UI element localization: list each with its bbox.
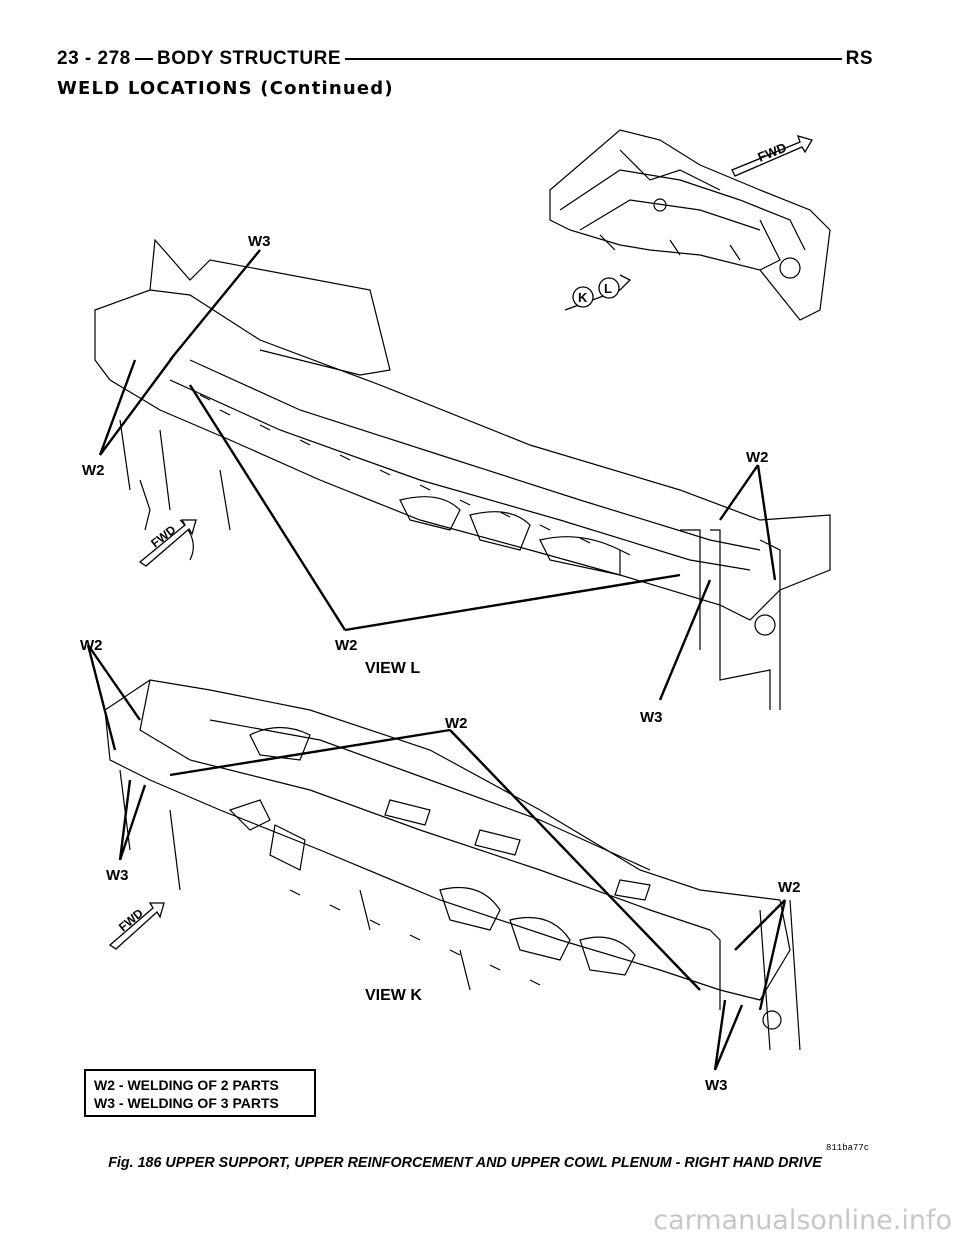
callout-w2: W2 (778, 879, 801, 896)
fwd-arrow-view-l: FWD (138, 519, 197, 567)
callout-w3: W3 (640, 709, 663, 726)
legend-line-2: W3 - WELDING OF 3 PARTS (94, 1095, 279, 1111)
legend-line-1: W2 - WELDING OF 2 PARTS (94, 1077, 279, 1093)
view-k-label: VIEW K (365, 987, 422, 1004)
weld-location-figure: FWD K L (80, 129, 831, 1117)
callout-w2: W2 (445, 715, 468, 732)
svg-text:K: K (578, 290, 588, 305)
svg-text:FWD: FWD (756, 140, 789, 165)
header-rule (57, 58, 873, 60)
overview-cowl-drawing (549, 129, 831, 321)
section-heading: WELD LOCATIONS (Continued) (57, 78, 394, 99)
edition-code: RS (841, 48, 877, 70)
watermark: carmanualsonline.info (653, 1205, 952, 1236)
callout-w3: W3 (705, 1077, 728, 1094)
callout-w2: W2 (335, 637, 358, 654)
callout-w2: W2 (80, 637, 103, 654)
callouts: W3 W2 W2 W2 W3 W2 W2 W3 W2 W3 VIEW L VIE… (80, 233, 801, 1094)
callout-w3: W3 (106, 867, 129, 884)
weld-legend: W2 - WELDING OF 2 PARTS W3 - WELDING OF … (84, 1069, 316, 1117)
callout-w3: W3 (248, 233, 271, 250)
view-k-drawing (104, 679, 801, 1051)
callout-w2: W2 (82, 462, 105, 479)
figure-caption: Fig. 186 UPPER SUPPORT, UPPER REINFORCEM… (108, 1155, 822, 1171)
leader-lines (86, 249, 787, 1071)
fwd-arrow-overview: FWD (731, 135, 813, 177)
svg-text:L: L (604, 281, 612, 296)
callout-w2: W2 (746, 449, 769, 466)
fwd-arrow-view-k: FWD (108, 902, 165, 950)
section-title: BODY STRUCTURE (153, 48, 345, 70)
figure-code: 811ba77c (826, 1143, 870, 1153)
page-header: 23 - 278 BODY STRUCTURE RS (53, 48, 877, 70)
view-l-label: VIEW L (365, 660, 420, 677)
page-number: 23 - 278 (53, 48, 135, 70)
view-marker-kl: K L (564, 274, 632, 311)
view-l-drawing (94, 238, 831, 710)
